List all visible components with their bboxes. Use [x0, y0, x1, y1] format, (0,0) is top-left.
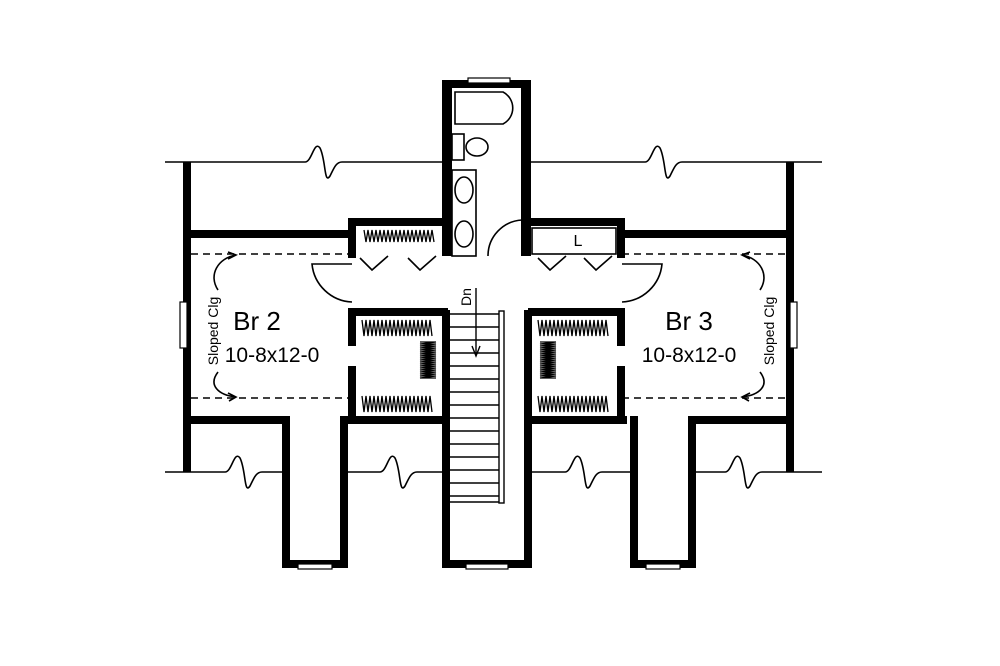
- sink-icon: [454, 176, 474, 204]
- br2-dimensions: 10-8x12-0: [225, 344, 320, 367]
- window-icon: [297, 563, 333, 570]
- bathroom: [442, 77, 531, 257]
- linen-label: L: [574, 233, 583, 250]
- sink-icon: [454, 220, 474, 248]
- walk-in-closet-br2: [346, 308, 448, 424]
- hall-closet-left: [348, 218, 444, 272]
- br2-name: Br 2: [233, 306, 281, 336]
- bath-window-icon: [467, 77, 511, 84]
- stair-label: Dn: [458, 288, 474, 306]
- toilet-tank-icon: [451, 133, 465, 161]
- window-icon: [465, 563, 509, 570]
- arrow-down-icon: [471, 345, 481, 358]
- linen-closet: L: [529, 218, 625, 272]
- br3-name: Br 3: [665, 306, 713, 336]
- handrail-icon: [498, 310, 505, 504]
- br3-door-icon: [621, 263, 663, 303]
- vanity-icon: [451, 169, 477, 257]
- bifold-door-icon: [359, 255, 437, 272]
- br3-dimensions: 10-8x12-0: [642, 344, 737, 367]
- toilet-icon: [465, 137, 489, 157]
- window-icon: [179, 301, 188, 349]
- window-icon: [789, 301, 798, 349]
- window-icon: [645, 563, 681, 570]
- br2-door-icon: [311, 263, 353, 303]
- br3-ceiling-note: Sloped Clg: [761, 297, 777, 366]
- roof-break-lines-top: [165, 145, 822, 179]
- walk-in-closet-br3: [528, 308, 627, 424]
- sloped-ceiling-lines: [191, 251, 786, 402]
- bath-door-icon: [487, 219, 523, 257]
- exterior-walls: [179, 162, 798, 570]
- bathtub-icon: [454, 91, 514, 125]
- br2-ceiling-note: Sloped Clg: [205, 297, 221, 366]
- staircase: Dn: [450, 288, 505, 504]
- roof-break-lines-bottom: [165, 455, 822, 489]
- bifold-door-icon: [537, 255, 613, 272]
